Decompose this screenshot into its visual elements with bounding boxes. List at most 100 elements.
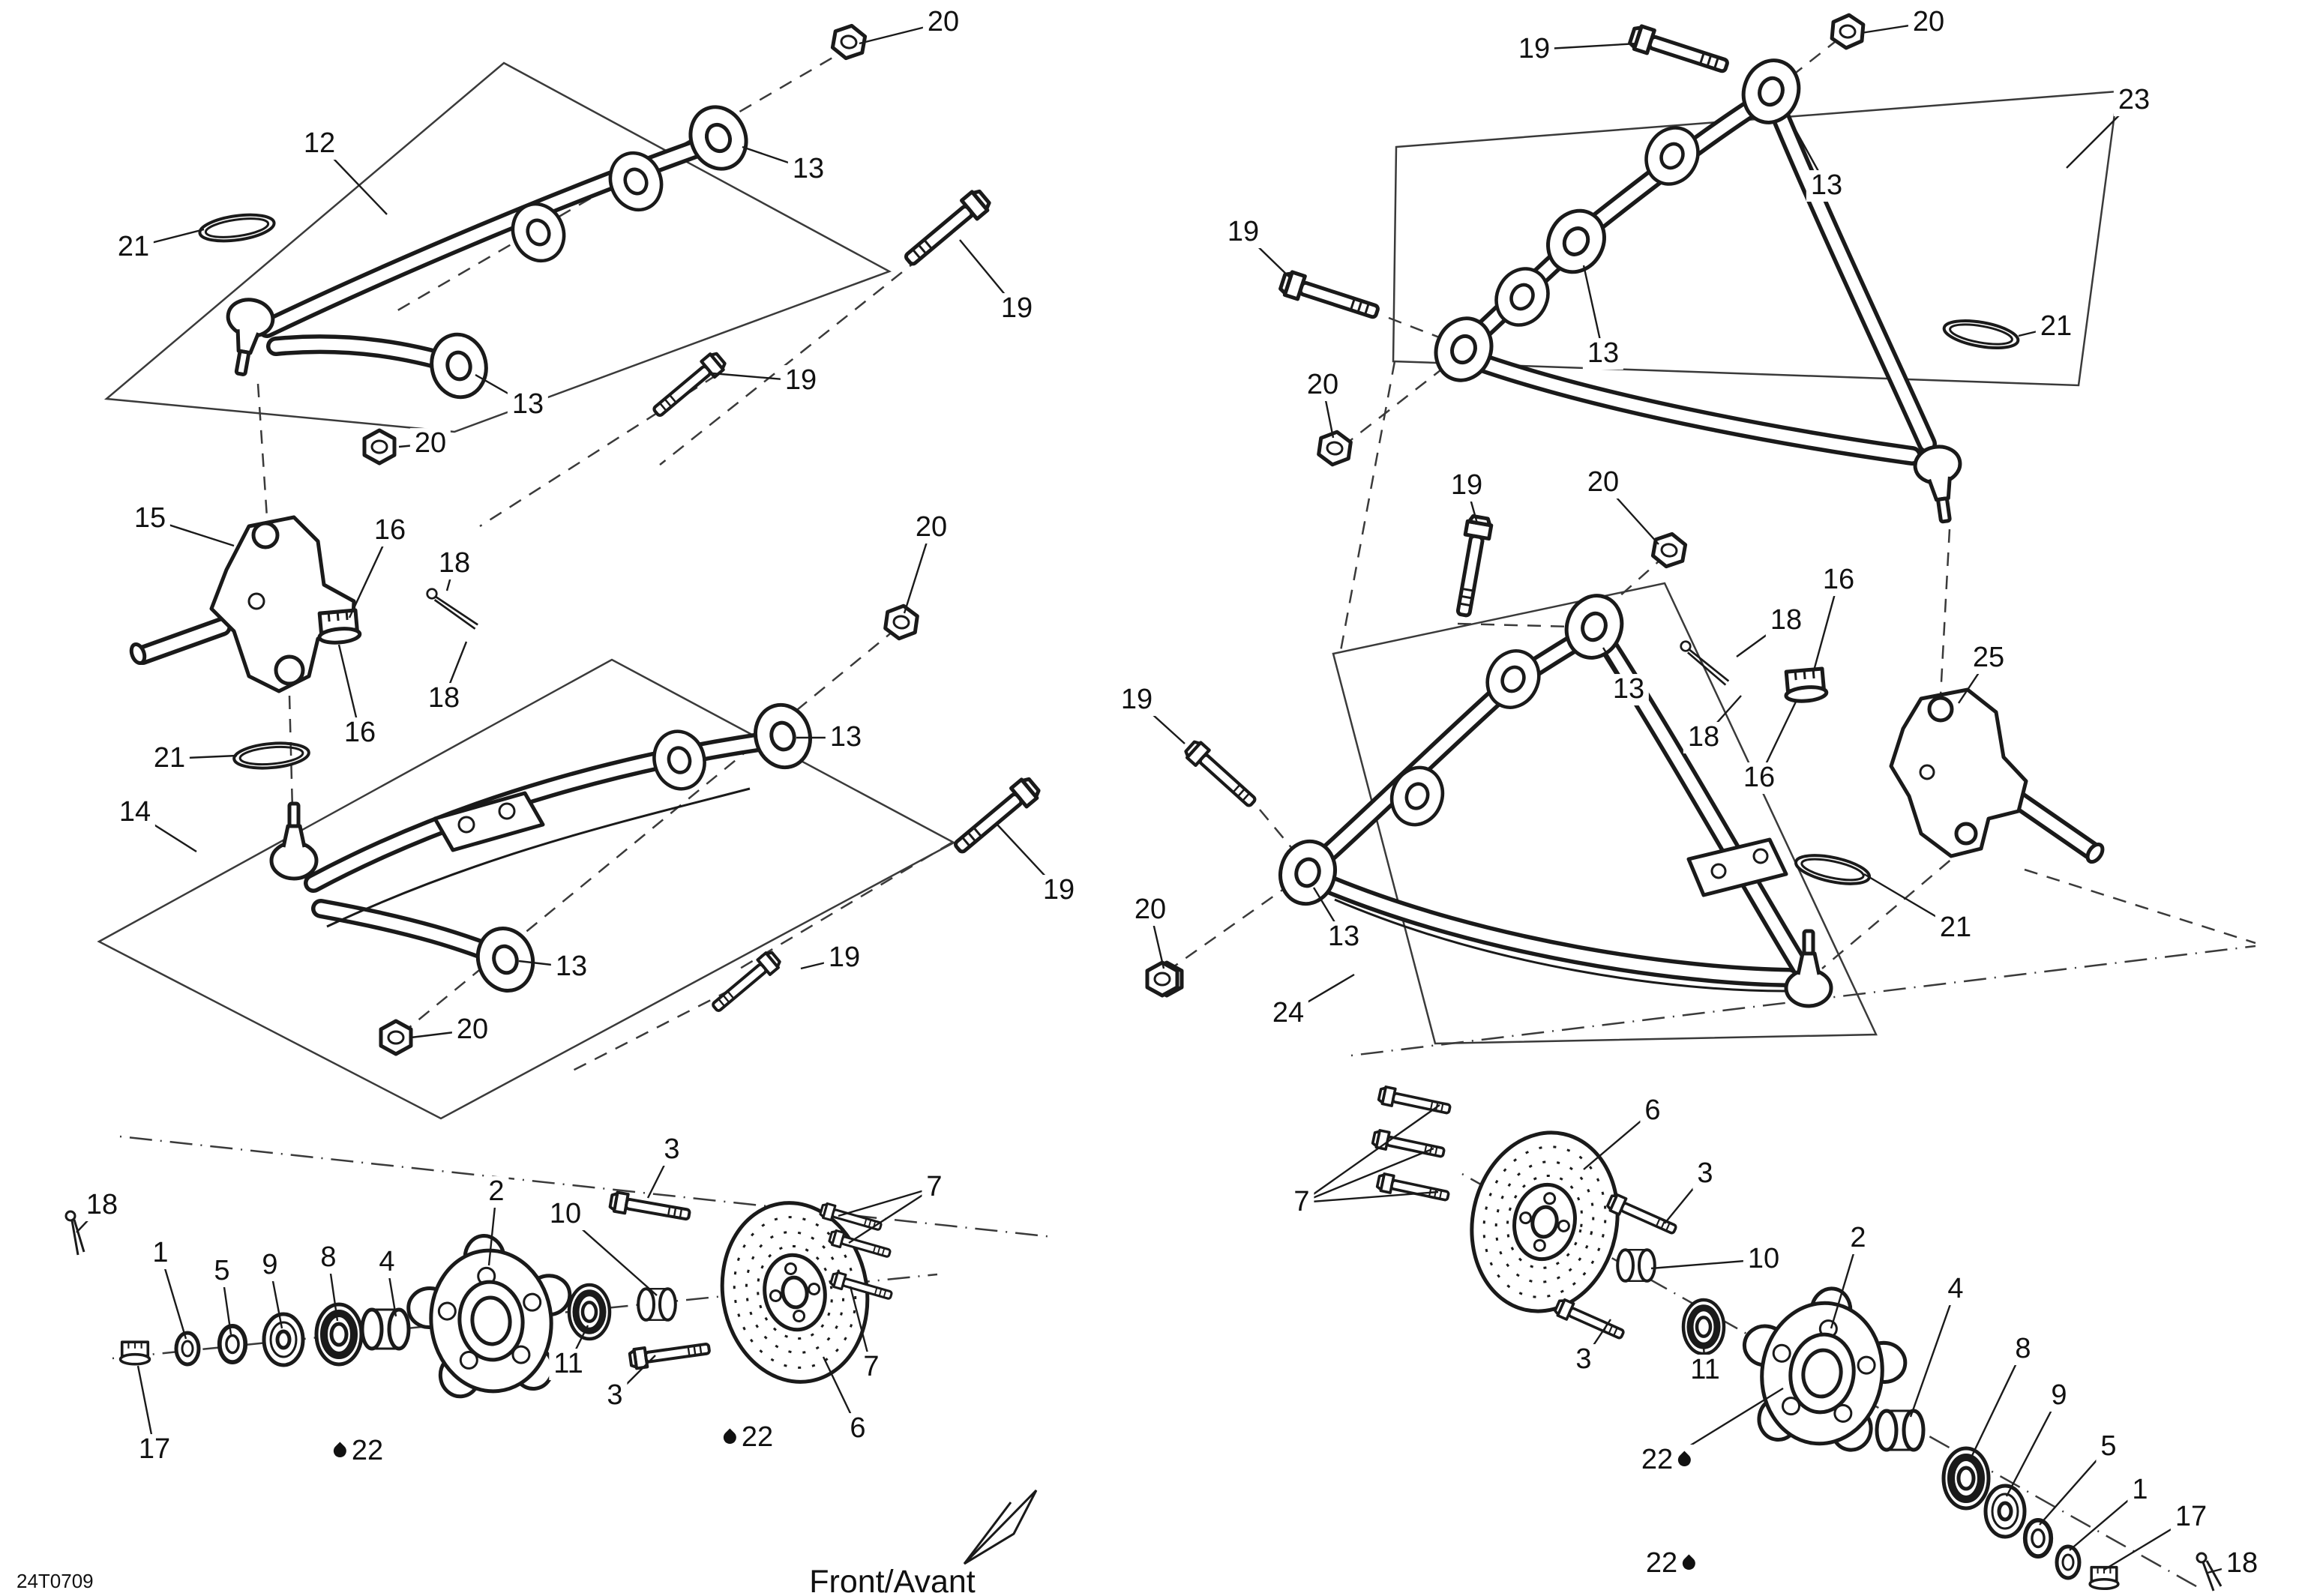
callout-2: 2 — [1845, 1223, 1871, 1254]
callout-13: 13 — [787, 153, 829, 185]
callout-14: 14 — [114, 797, 156, 828]
left-steering-knuckle — [129, 515, 479, 773]
castle-nut — [2088, 1565, 2120, 1591]
callout-4: 4 — [1943, 1274, 1968, 1305]
callout-number: 13 — [1327, 921, 1360, 953]
callout-13: 13 — [1608, 674, 1650, 705]
o-ring — [196, 209, 277, 247]
callout-number: 13 — [792, 153, 825, 185]
callout-13: 13 — [1806, 169, 1848, 202]
callout-24: 24 — [1267, 998, 1309, 1029]
callout-17: 17 — [2170, 1502, 2212, 1533]
spacer — [638, 1289, 676, 1320]
callout-5: 5 — [209, 1256, 235, 1287]
callout-21: 21 — [112, 232, 154, 263]
callout-number: 15 — [133, 502, 166, 534]
wheel-stud — [610, 1191, 691, 1224]
leader-line — [1301, 1147, 1434, 1204]
callout-6: 6 — [1640, 1095, 1665, 1127]
bushing — [648, 726, 711, 795]
callout-number: 13 — [829, 721, 862, 753]
callout-number: 19 — [1042, 874, 1075, 906]
callout-20: 20 — [1582, 467, 1624, 499]
ball-joint — [271, 804, 316, 879]
callout-16: 16 — [369, 515, 411, 546]
callout-18: 18 — [423, 683, 465, 714]
callout-number: 20 — [915, 511, 948, 543]
upper-right-a-arm — [1152, 13, 2022, 996]
ball-joint — [1913, 444, 1968, 524]
hex-nut — [381, 1021, 411, 1054]
callout-20: 20 — [451, 1014, 493, 1046]
castle-nut — [118, 1340, 151, 1366]
callout-number: 9 — [262, 1249, 278, 1281]
callout-number: 19 — [1000, 292, 1033, 325]
callout-number: 18 — [85, 1189, 118, 1221]
callout-18: 18 — [433, 548, 475, 579]
callout-22: 22 — [718, 1421, 778, 1454]
callout-13: 13 — [825, 721, 867, 753]
lower-left-a-arm — [271, 603, 1042, 1054]
callout-number: 16 — [1822, 564, 1855, 596]
callout-7: 7 — [859, 1351, 884, 1383]
callout-8: 8 — [2010, 1334, 2036, 1365]
callout-22: 22 — [328, 1436, 388, 1467]
callout-number: 13 — [1810, 169, 1843, 202]
callout-number: 20 — [927, 6, 960, 38]
bolt — [901, 188, 992, 270]
hex-nut — [1147, 963, 1177, 996]
bushing — [470, 921, 541, 998]
bearing — [1944, 1448, 1989, 1508]
callout-number: 20 — [1306, 369, 1339, 401]
callout-13: 13 — [550, 951, 592, 983]
callout-19: 19 — [1513, 33, 1555, 65]
callout-23: 23 — [2113, 85, 2155, 116]
callout-number: 3 — [664, 1133, 680, 1166]
seal — [1986, 1486, 2025, 1537]
bushing — [748, 699, 817, 774]
callout-16: 16 — [339, 717, 381, 749]
callout-number: 18 — [1687, 721, 1720, 753]
callout-19: 19 — [1222, 217, 1264, 248]
callout-number: 16 — [1743, 762, 1776, 794]
callout-13: 13 — [1582, 337, 1624, 370]
callout-number: 22 — [1645, 1547, 1678, 1580]
callout-9: 9 — [2046, 1380, 2072, 1412]
callout-number: 19 — [1518, 33, 1551, 65]
callout-number: 3 — [1697, 1157, 1713, 1190]
callout-number: 21 — [153, 742, 186, 774]
leader-line — [2005, 1395, 2061, 1497]
callout-3: 3 — [1692, 1157, 1718, 1190]
callout-19: 19 — [823, 942, 865, 974]
callout-number: 18 — [1770, 604, 1803, 636]
callout-number: 13 — [1587, 337, 1620, 370]
bushing — [1384, 760, 1451, 831]
callout-number: 25 — [1972, 642, 2005, 674]
callout-number: 13 — [555, 951, 588, 983]
disc-bolt — [1374, 1171, 1452, 1206]
callout-number: 19 — [1450, 469, 1483, 502]
callout-5: 5 — [2096, 1431, 2121, 1463]
o-ring — [1940, 314, 2022, 355]
callout-11: 11 — [1686, 1355, 1725, 1386]
bearing — [1683, 1300, 1724, 1354]
callout-number: 5 — [2100, 1430, 2117, 1463]
callout-number: 3 — [607, 1379, 623, 1412]
spacer — [362, 1310, 409, 1349]
callout-9: 9 — [257, 1249, 283, 1281]
washer — [176, 1333, 199, 1364]
callout-22: 22 — [1636, 1445, 1696, 1476]
bearing — [316, 1304, 361, 1364]
callout-number: 3 — [1575, 1343, 1592, 1376]
hex-nut — [1831, 13, 1864, 49]
callout-number: 7 — [863, 1351, 880, 1383]
callout-19: 19 — [1038, 874, 1080, 906]
leader-line — [1968, 1349, 2025, 1463]
callout-number: 22 — [741, 1421, 774, 1454]
callout-number: 1 — [2132, 1474, 2148, 1506]
callout-3: 3 — [1571, 1344, 1596, 1376]
callout-20: 20 — [1129, 894, 1171, 926]
washer — [2025, 1520, 2052, 1556]
callout-15: 15 — [129, 502, 171, 534]
